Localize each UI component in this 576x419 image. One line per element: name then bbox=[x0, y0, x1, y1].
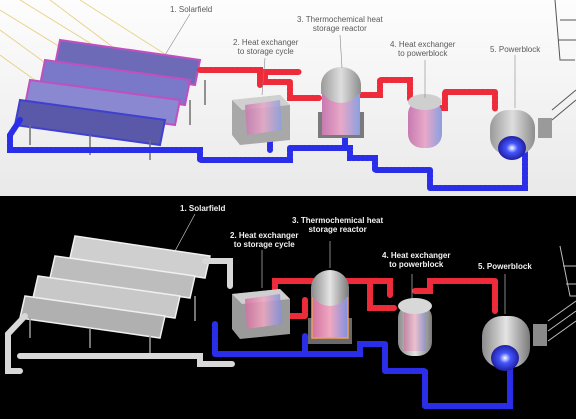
heat-exchanger-storage bbox=[232, 95, 290, 145]
panel-light-version: 1. Solarfield 2. Heat exchanger to stora… bbox=[0, 0, 576, 196]
solarfield-collectors bbox=[13, 38, 206, 160]
label-solarfield-dark: 1. Solarfield bbox=[180, 204, 226, 213]
label-storage-reactor: 3. Thermochemical heat storage reactor bbox=[297, 15, 383, 33]
panel-dark-version: 1. Solarfield 2. Heat exchanger to stora… bbox=[0, 196, 576, 419]
heat-exchanger-powerblock-dark bbox=[398, 298, 432, 356]
thermochemical-reactor bbox=[318, 67, 364, 138]
solarfield-collectors-dark bbox=[19, 235, 211, 356]
heat-exchanger-storage-dark bbox=[232, 289, 290, 339]
label-solarfield: 1. Solarfield bbox=[170, 5, 213, 14]
label-leaders bbox=[164, 13, 516, 108]
diagram-dark-svg bbox=[5, 213, 576, 409]
powerblock bbox=[490, 110, 552, 160]
label-heat-exchanger-powerblock-dark: 4. Heat exchanger to powerblock bbox=[382, 251, 451, 269]
hot-pipes-dark bbox=[272, 278, 498, 319]
label-heat-exchanger-powerblock: 4. Heat exchanger to powerblock bbox=[390, 40, 456, 58]
diagram-light-svg bbox=[0, 0, 576, 191]
power-tower-dark bbox=[547, 245, 576, 342]
label-storage-reactor-dark: 3. Thermochemical heat storage reactor bbox=[292, 216, 384, 234]
label-powerblock: 5. Powerblock bbox=[490, 45, 541, 54]
heat-exchanger-powerblock bbox=[408, 94, 442, 148]
label-heat-exchanger-storage: 2. Heat exchanger to storage cycle bbox=[233, 38, 299, 56]
thermochemical-reactor-dark bbox=[308, 270, 352, 344]
label-heat-exchanger-storage-dark: 2. Heat exchanger to storage cycle bbox=[230, 231, 299, 249]
power-tower bbox=[551, 0, 576, 121]
label-powerblock-dark: 5. Powerblock bbox=[478, 262, 532, 271]
powerblock-dark bbox=[482, 316, 547, 371]
insulated-pipes bbox=[5, 258, 235, 374]
label-leaders-dark bbox=[174, 213, 506, 314]
